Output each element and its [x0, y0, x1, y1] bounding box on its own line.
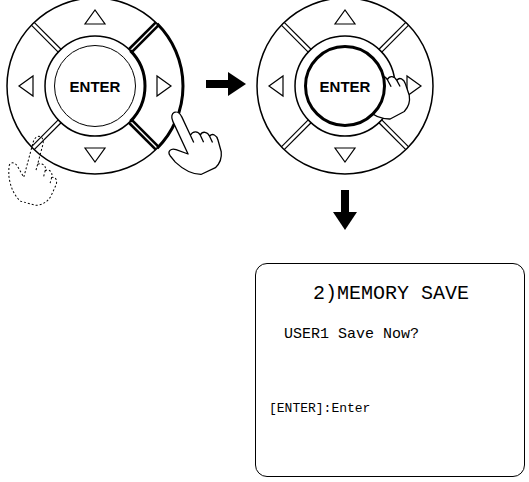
pad-outline [257, 0, 433, 174]
alt-hand-dotted [1, 131, 67, 209]
button-divider [31, 25, 58, 52]
button-divider [284, 123, 311, 150]
button-divider [34, 22, 61, 49]
display-hint: [ENTER]:Enter [269, 401, 370, 416]
up-triangle [85, 10, 105, 24]
up-triangle [335, 10, 355, 24]
pad-outline [7, 0, 183, 174]
button-divider [379, 22, 406, 49]
down-triangle [85, 148, 105, 162]
button-divider [382, 120, 409, 147]
button-divider [129, 123, 156, 150]
button-divider [132, 120, 159, 147]
button-divider [284, 22, 311, 49]
button-divider [281, 25, 308, 52]
display-screen: 2)MEMORY SAVE USER1 Save Now? [ENTER]:Ente… [255, 263, 525, 477]
button-divider [31, 120, 58, 147]
display-heading: 2)MEMORY SAVE [313, 282, 469, 305]
button-divider [129, 22, 156, 49]
step-arrow [206, 72, 246, 96]
right-triangle [157, 76, 171, 96]
pressing-hand [154, 101, 228, 183]
pad-inner-ring [295, 36, 395, 136]
enter-button: ENTER [54, 45, 136, 127]
left-triangle [269, 76, 283, 96]
display-message: USER1 Save Now? [284, 326, 419, 343]
step-arrow [333, 190, 357, 230]
button-label: ENTER [320, 78, 371, 95]
button-divider [132, 25, 159, 52]
enter-button: ENTER [304, 45, 386, 127]
button-label: ENTER [70, 78, 121, 95]
left-triangle [19, 76, 33, 96]
button-divider [382, 25, 409, 52]
pad-inner-ring [45, 36, 145, 136]
button-divider [379, 123, 406, 150]
button-divider [281, 120, 308, 147]
down-triangle [335, 148, 355, 162]
